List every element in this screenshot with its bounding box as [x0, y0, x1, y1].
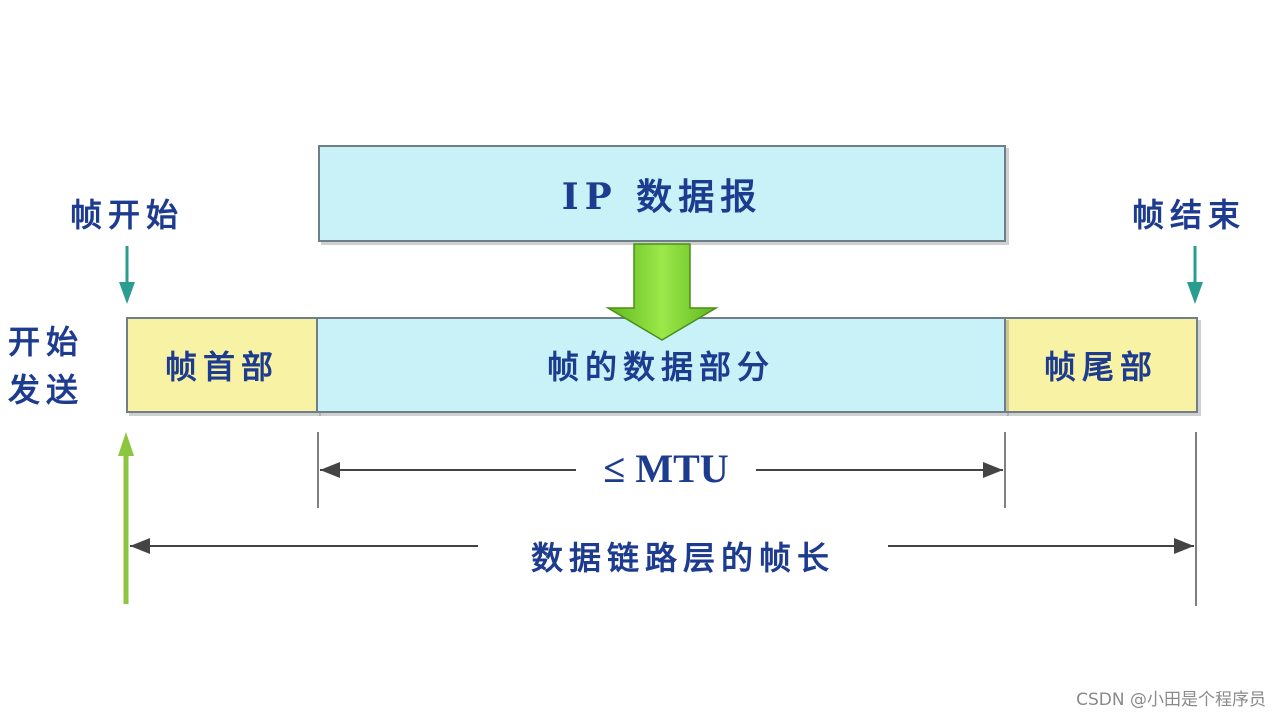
- ip-datagram-label: IP 数据报: [561, 175, 763, 218]
- frame-start-label: 帧开始: [70, 196, 185, 234]
- frame-length-label: 数据链路层的帧长: [478, 530, 888, 586]
- start-send-label: 开始 发送: [8, 318, 104, 414]
- watermark: CSDN @小田是个程序员: [1076, 690, 1266, 710]
- start-send-line2: 发送: [8, 371, 85, 409]
- frame-end-arrow-icon: [1187, 246, 1203, 304]
- frame-trailer-label: 帧尾部: [1043, 348, 1158, 386]
- start-send-arrow-icon: [118, 432, 134, 604]
- mtu-label: ≤ MTU: [576, 444, 756, 494]
- frame-header-label: 帧首部: [164, 348, 279, 386]
- frame-end-label: 帧结束: [1132, 196, 1247, 234]
- frame-data-box: 帧的数据部分: [316, 317, 1006, 413]
- ip-datagram-box: IP 数据报: [318, 145, 1006, 242]
- start-send-line1: 开始: [8, 323, 85, 361]
- frame-start-arrow-icon: [119, 246, 135, 304]
- frame-header-box: 帧首部: [126, 317, 318, 413]
- frame-trailer-box: 帧尾部: [1004, 317, 1198, 413]
- frame-data-label: 帧的数据部分: [546, 348, 775, 386]
